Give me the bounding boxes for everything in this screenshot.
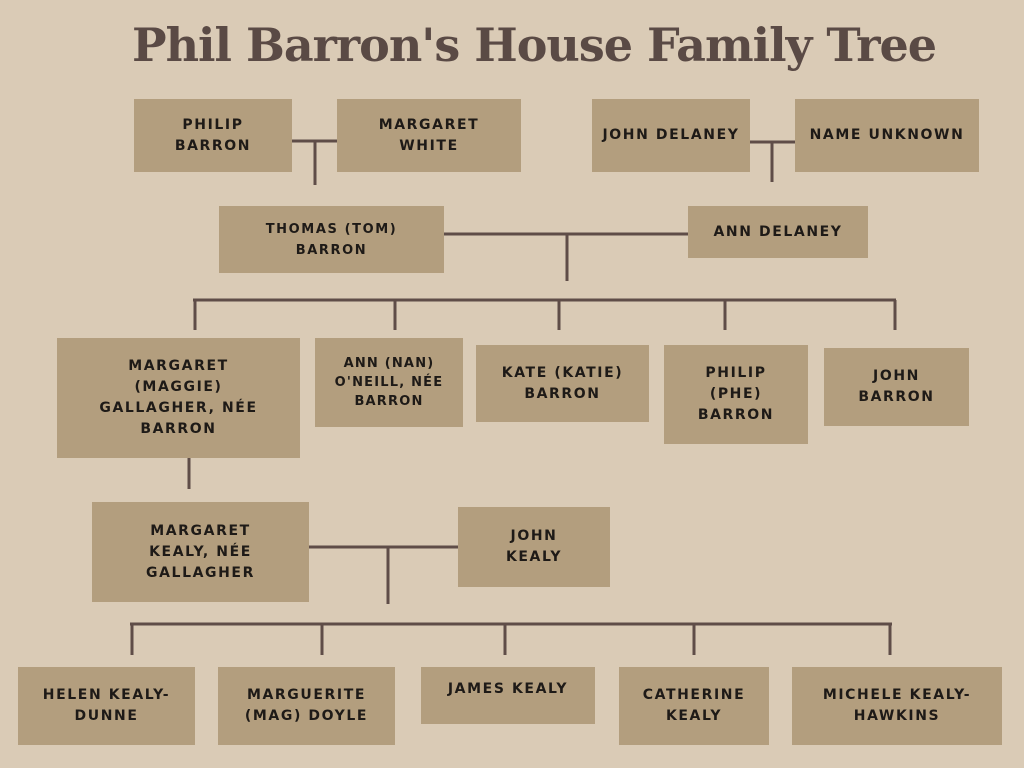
person-kate-barron: KATE (KATIE) BARRON	[476, 345, 649, 422]
person-margaret-white: MARGARET WHITE	[337, 99, 521, 172]
person-philip-barron: PHILIP BARRON	[134, 99, 292, 172]
person-name-unknown: NAME UNKNOWN	[795, 99, 979, 172]
person-nan-oneill: ANN (NAN) O'NEILL, NÉE BARRON	[315, 338, 463, 427]
person-james-kealy: JAMES KEALY	[421, 667, 595, 724]
person-michele-kealy-hawkins: MICHELE KEALY-HAWKINS	[792, 667, 1002, 745]
page-title: Phil Barron's House Family Tree	[131, 18, 937, 72]
person-ann-delaney: ANN DELANEY	[688, 206, 868, 258]
person-john-delaney: JOHN DELANEY	[592, 99, 750, 172]
person-thomas-barron: THOMAS (TOM) BARRON	[219, 206, 444, 273]
person-marguerite-doyle: MARGUERITE (MAG) DOYLE	[218, 667, 395, 745]
person-john-kealy: JOHN KEALY	[458, 507, 610, 587]
person-maggie-gallagher: MARGARET (MAGGIE) GALLAGHER, NÉE BARRON	[57, 338, 300, 458]
person-catherine-kealy: CATHERINE KEALY	[619, 667, 769, 745]
person-margaret-kealy: MARGARET KEALY, NÉE GALLAGHER	[92, 502, 309, 602]
person-helen-kealy-dunne: HELEN KEALY-DUNNE	[18, 667, 195, 745]
person-john-barron: JOHN BARRON	[824, 348, 969, 426]
person-phe-barron: PHILIP (PHE) BARRON	[664, 345, 808, 444]
